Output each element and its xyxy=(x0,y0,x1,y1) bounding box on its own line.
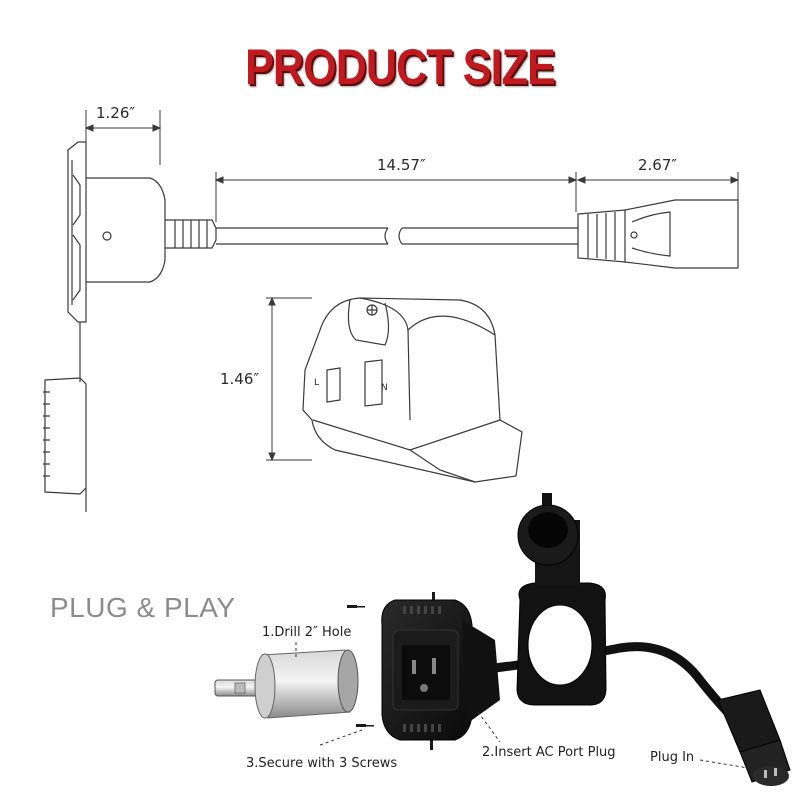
cable-length-label: 14.57″ xyxy=(377,156,426,174)
step-plug-in-label: Plug In xyxy=(650,750,695,765)
hole-saw xyxy=(214,649,359,719)
plug-and-play-heading: PLUG & PLAY xyxy=(50,592,236,623)
leader-lines xyxy=(295,642,749,769)
step-drill-label: 1.Drill 2″ Hole xyxy=(262,625,352,640)
socket-height-label: 1.46″ xyxy=(220,370,260,388)
flange-side-view xyxy=(67,141,87,323)
cap-side-view xyxy=(43,322,87,512)
step-insert-label: 2.Insert AC Port Plug xyxy=(482,745,616,760)
plug-length-label: 2.67″ xyxy=(638,156,678,174)
socket-body-side-view xyxy=(86,177,217,283)
socket-face-view xyxy=(302,297,523,483)
socket-neutral-letter: N xyxy=(381,383,388,393)
page-title: PRODUCT SIZE xyxy=(245,39,556,95)
flange-width-label: 1.26″ xyxy=(96,104,136,122)
dust-cover-plate xyxy=(516,493,607,706)
plug xyxy=(717,689,791,786)
plug-end-side-view xyxy=(577,199,739,269)
installation-illustration xyxy=(214,493,791,786)
socket-line-letter: L xyxy=(314,378,320,388)
cable-side-view xyxy=(216,227,578,245)
step-secure-label: 3.Secure with 3 Screws xyxy=(246,756,398,771)
ac-port-socket xyxy=(381,599,500,741)
dimension-lines xyxy=(84,110,740,462)
